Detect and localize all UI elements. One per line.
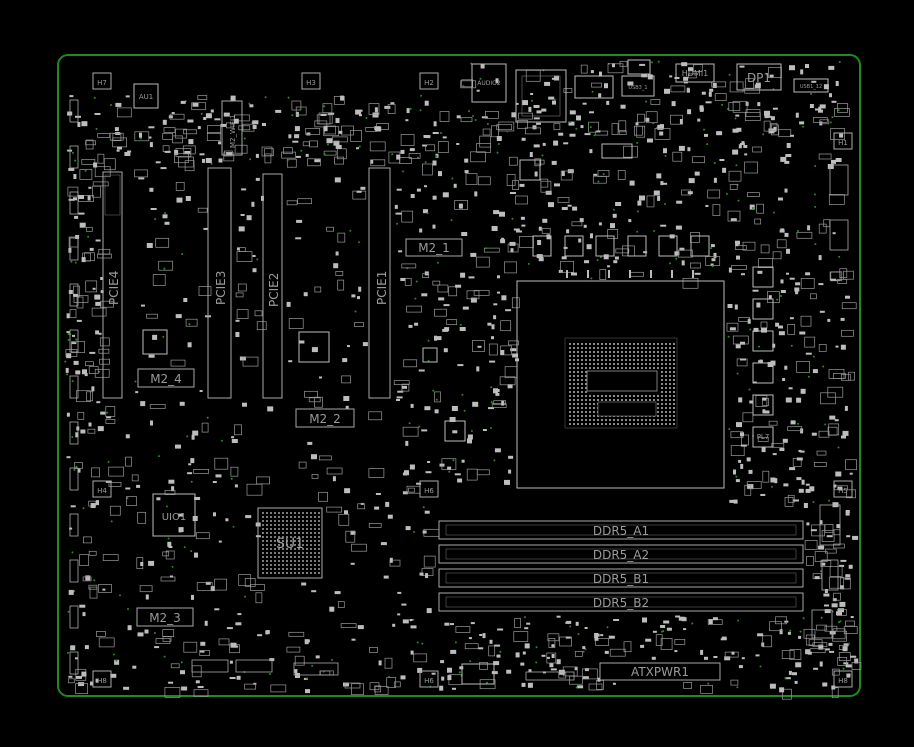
mount-hole: H2 [419, 72, 439, 90]
m2-wifi-label: M2_WIFI1 [229, 114, 237, 148]
dp-connector: DP1 [736, 63, 782, 91]
pch-chip: SU1 [257, 507, 323, 579]
mount-hole: H6 [419, 480, 439, 498]
uio-label: UIO1 [162, 512, 187, 523]
usb-stack: USB3_1 [574, 59, 655, 99]
pcie4-label: PCIE4 [107, 271, 121, 305]
vrm-chokes-top [532, 235, 710, 257]
svg-text:H3: H3 [306, 79, 316, 87]
cpu-socket [516, 280, 725, 489]
dimm-a1: DDR5_A1 [438, 520, 804, 540]
component-field [64, 60, 862, 700]
svg-text:H5: H5 [838, 487, 848, 495]
m2-4-label: M2_4 [150, 372, 182, 386]
dimm-a2: DDR5_A2 [438, 544, 804, 564]
mount-hole: H5 [833, 480, 853, 498]
mount-hole: H4 [92, 480, 112, 498]
mount-hole: H3 [301, 72, 321, 90]
misc-ics [142, 143, 633, 685]
dimm-b1-label: DDR5_B1 [593, 572, 649, 586]
mount-hole: H7 [92, 72, 112, 90]
mount-hole: H1 [833, 132, 853, 150]
m2-3-label: M2_3 [149, 611, 181, 625]
dimm-a1-label: DDR5_A1 [593, 524, 649, 538]
mounting-holes: H7 H3 H2 H1 H4 H6 H5 H8 H8 H6 [92, 72, 853, 688]
au1-label: AU1 [139, 93, 153, 101]
pcie2-slot: PCIE2 [262, 173, 283, 399]
mount-hole: H8 [92, 670, 112, 688]
pch-pad-array [262, 512, 320, 574]
hdmi-connector: HDMI1 [675, 63, 715, 83]
m2-1: M2_1 [405, 238, 463, 257]
atx-power-connector: ATXPWR1 [599, 662, 721, 681]
pl7-label: PL7 [757, 433, 770, 441]
m2-3: M2_3 [136, 607, 194, 627]
dimm-b1: DDR5_B1 [438, 568, 804, 588]
pch-label: SU1 [276, 536, 304, 552]
pcie2-label: PCIE2 [267, 273, 281, 307]
audio-label: AUDIO2 [477, 80, 501, 87]
dimm-b2-label: DDR5_B2 [593, 596, 649, 610]
m2-1-label: M2_1 [418, 241, 450, 255]
svg-text:H8: H8 [838, 677, 848, 685]
vrm-chokes-right: PL7 [752, 266, 774, 448]
pcie3-slot: PCIE3 [207, 167, 232, 399]
svg-text:H2: H2 [424, 79, 434, 87]
mount-hole: H8 [833, 670, 853, 688]
pcie4-slot: PCIE4 [102, 171, 123, 399]
uio-chip: UIO1 [152, 493, 196, 537]
svg-text:H7: H7 [97, 79, 107, 87]
audio-codec: AU1 [133, 83, 159, 109]
usb-right-connector: USB1_12 [793, 78, 829, 93]
pcie1-label: PCIE1 [375, 271, 389, 305]
pcie1-slot: PCIE1 [368, 167, 391, 399]
usb-right-label: USB1_12 [800, 84, 822, 90]
m2-wifi-slot: M2_WIFI1 [221, 100, 243, 156]
board-outline [57, 54, 861, 697]
hdmi-label: HDMI1 [682, 69, 709, 78]
svg-text:H4: H4 [97, 487, 107, 495]
svg-text:H1: H1 [838, 139, 848, 147]
svg-text:H6: H6 [424, 487, 434, 495]
m2-2-label: M2_2 [309, 412, 341, 426]
audio-connector: AUDIO2 [471, 63, 507, 103]
pcie3-label: PCIE3 [214, 271, 228, 305]
atx-label: ATXPWR1 [631, 665, 689, 679]
dimm-b2: DDR5_B2 [438, 592, 804, 612]
m2-2: M2_2 [295, 408, 355, 428]
m2-4: M2_4 [137, 368, 195, 388]
dp-label: DP1 [747, 71, 771, 85]
dimm-a2-label: DDR5_A2 [593, 548, 649, 562]
svg-text:H6: H6 [424, 677, 434, 685]
usb-top-label: USB3_1 [628, 85, 647, 91]
svg-text:H8: H8 [97, 677, 107, 685]
mount-hole: H6 [419, 670, 439, 688]
lan-connector [515, 69, 567, 123]
